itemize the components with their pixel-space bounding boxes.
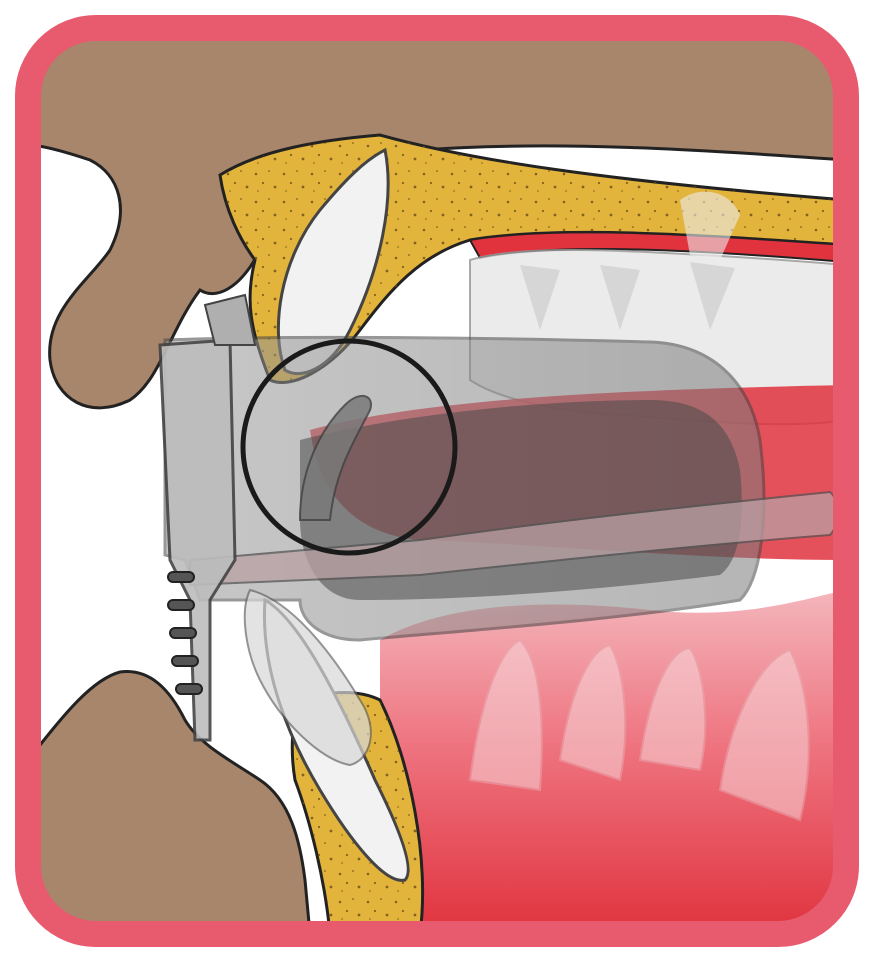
dental-device-illustration: [0, 0, 872, 962]
illustration-stage: [0, 0, 872, 962]
